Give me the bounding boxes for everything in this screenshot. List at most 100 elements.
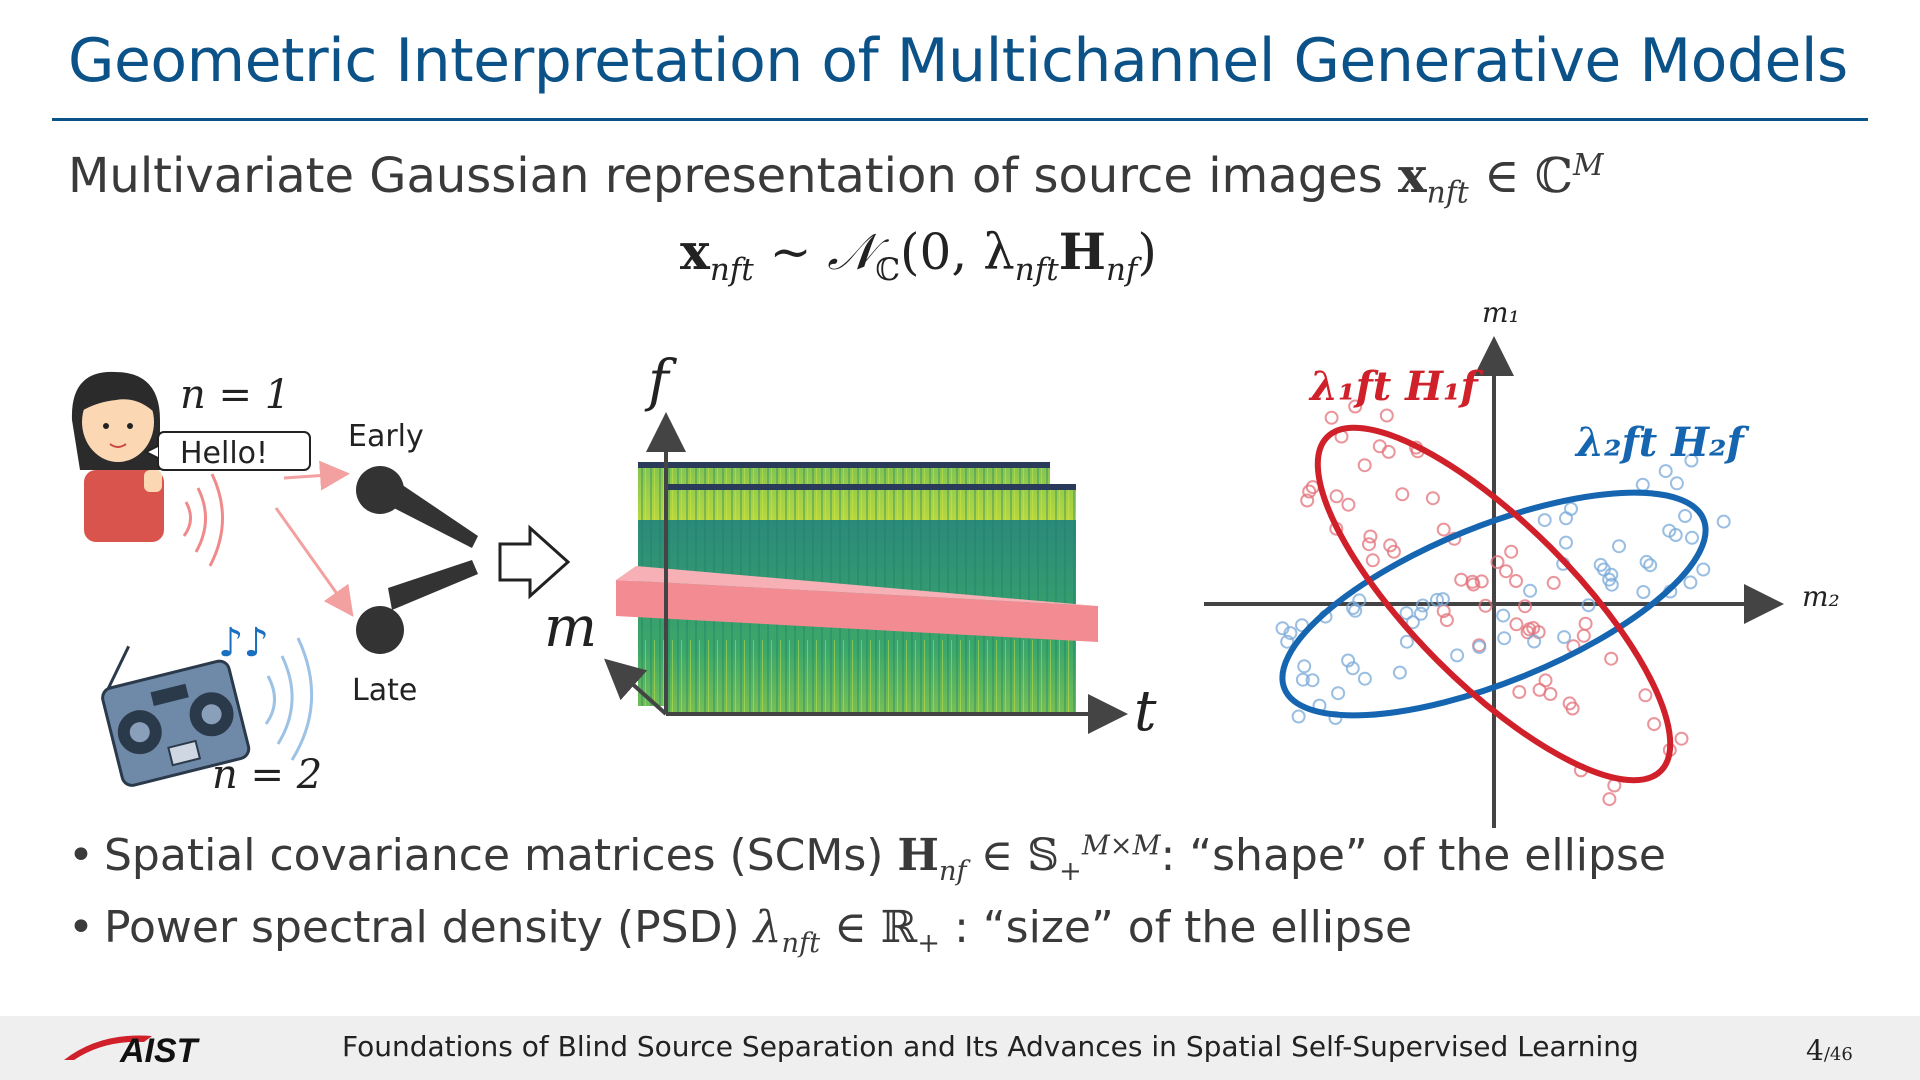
- scatter-point: [1684, 453, 1699, 468]
- scatter-point: [1383, 538, 1398, 553]
- bullet-psd-set: ∈ ℝ: [820, 902, 918, 953]
- scatter-point: [1305, 673, 1320, 688]
- scatter-point: [1490, 555, 1505, 570]
- blue-ellipse-label: λ₂ft H₂f: [1574, 419, 1749, 466]
- scatter-point: [1436, 522, 1451, 537]
- blue-ellipse: [1279, 489, 1709, 719]
- scatter-point: [1379, 408, 1394, 423]
- scatter-point: [1559, 535, 1573, 550]
- scatter-point: [1399, 606, 1414, 621]
- page-current: 4: [1806, 1034, 1824, 1067]
- scatter-point: [1662, 523, 1677, 538]
- scatter-point: [1435, 592, 1450, 607]
- scatter-point: [1362, 537, 1376, 552]
- scatter-point: [1716, 514, 1731, 529]
- scatter-point: [1365, 553, 1380, 568]
- page-total: /46: [1823, 1044, 1853, 1065]
- aist-logo: AIST: [64, 1032, 201, 1068]
- scatter-point: [1405, 615, 1420, 630]
- scatter-point: [1413, 606, 1428, 621]
- early-path-arrow: [283, 460, 350, 491]
- scatter-point: [1537, 513, 1552, 528]
- scatter-point: [1509, 574, 1523, 588]
- scatter-point: [1357, 671, 1372, 686]
- scatter-point: [1291, 709, 1306, 724]
- bullet-scm-sub: nf: [939, 855, 967, 887]
- scatter-point: [1302, 484, 1317, 499]
- scatter-point: [1348, 603, 1363, 618]
- bullet-psd-set-sub: +: [917, 927, 941, 959]
- scatter-point: [1683, 575, 1698, 590]
- scatter-point: [1348, 399, 1363, 414]
- axis-m-arrow: [604, 658, 668, 716]
- scatter-point: [1345, 661, 1360, 676]
- radio-boombox-icon: [101, 645, 251, 787]
- formula-x-sub: nft: [709, 252, 754, 288]
- blue-data-points: [1275, 453, 1731, 725]
- title-divider: [52, 118, 1868, 121]
- scatter-point: [1658, 464, 1673, 479]
- scatter-point: [1415, 598, 1430, 613]
- bullet-scm-desc: : “shape” of the ellipse: [1160, 830, 1666, 881]
- scatter-point: [1678, 509, 1693, 523]
- scatter-point: [1430, 592, 1444, 607]
- late-path-arrow: [274, 507, 354, 617]
- bullet-scm: Spatial covariance matrices (SCMs) Hnf ∈…: [68, 830, 1666, 902]
- speech-waves-red: [182, 473, 224, 567]
- bullet-list: Spatial covariance matrices (SCMs) Hnf ∈…: [68, 830, 1666, 974]
- source2-label: n = 2: [212, 752, 322, 798]
- scatter-point: [1557, 630, 1572, 645]
- scatter-point: [1578, 616, 1593, 631]
- bullet-scm-set-sub: +: [1058, 855, 1082, 887]
- scatter-point: [1612, 539, 1626, 554]
- scatter-point: [1674, 731, 1689, 746]
- speech-bubble: [143, 431, 311, 471]
- scatter-point: [1439, 613, 1454, 628]
- scatter-point: [1425, 491, 1440, 506]
- scatter-point: [1300, 493, 1315, 508]
- scatter-label-m2: m₂: [1802, 580, 1840, 613]
- scatter-point: [1512, 685, 1527, 699]
- formula-dist-sub: ℂ: [875, 252, 900, 288]
- frequency-slice-highlight: [616, 580, 1098, 642]
- scatter-point: [1635, 477, 1650, 492]
- scatter-point: [1504, 544, 1519, 559]
- scatter-point: [1636, 585, 1651, 599]
- scatter-point: [1520, 625, 1535, 640]
- scatter-point: [1280, 634, 1295, 649]
- speech-waves-blue: [264, 637, 314, 761]
- spectrogram-axis-t: t: [1134, 679, 1157, 744]
- microphone-bottom-icon: [356, 560, 478, 654]
- formula-close: ): [1137, 223, 1157, 281]
- subtitle-superscript: M: [1572, 148, 1604, 183]
- scatter-point: [1523, 583, 1538, 598]
- bullet-psd-symbol: λ: [753, 902, 782, 953]
- scatter-point: [1372, 439, 1387, 454]
- early-label: Early: [348, 419, 424, 454]
- scatter-point: [1509, 617, 1524, 632]
- bullet-scm-symbol: H: [897, 830, 939, 881]
- scatter-point: [1696, 562, 1711, 577]
- scatter-point: [1331, 686, 1346, 701]
- red-ellipse: [1314, 424, 1674, 784]
- speech-bubble-text: Hello!: [180, 436, 268, 471]
- formula-dist: 𝒩: [827, 223, 876, 281]
- scatter-point: [1497, 631, 1512, 646]
- scatter-point: [1496, 608, 1511, 623]
- bullet-psd-sub: nft: [781, 927, 821, 959]
- scatter-point: [1562, 696, 1577, 711]
- formula-H-sub: nf: [1105, 252, 1138, 288]
- scatter-label-m1: m₁: [1482, 296, 1520, 329]
- scatter-point: [1363, 529, 1378, 544]
- formula-H: H: [1058, 222, 1106, 281]
- formula-x: x: [680, 222, 710, 281]
- scatter-point: [1543, 687, 1558, 701]
- spectrogram-stack: [616, 462, 1098, 712]
- scatter-point: [1392, 665, 1407, 680]
- scatter-point: [1399, 634, 1414, 649]
- bullet-psd-desc: : “size” of the ellipse: [940, 902, 1413, 953]
- scatter-point: [1357, 458, 1372, 473]
- scatter-point: [1450, 648, 1465, 663]
- scatter-point: [1472, 640, 1487, 654]
- aist-logo-text: AIST: [119, 1032, 201, 1068]
